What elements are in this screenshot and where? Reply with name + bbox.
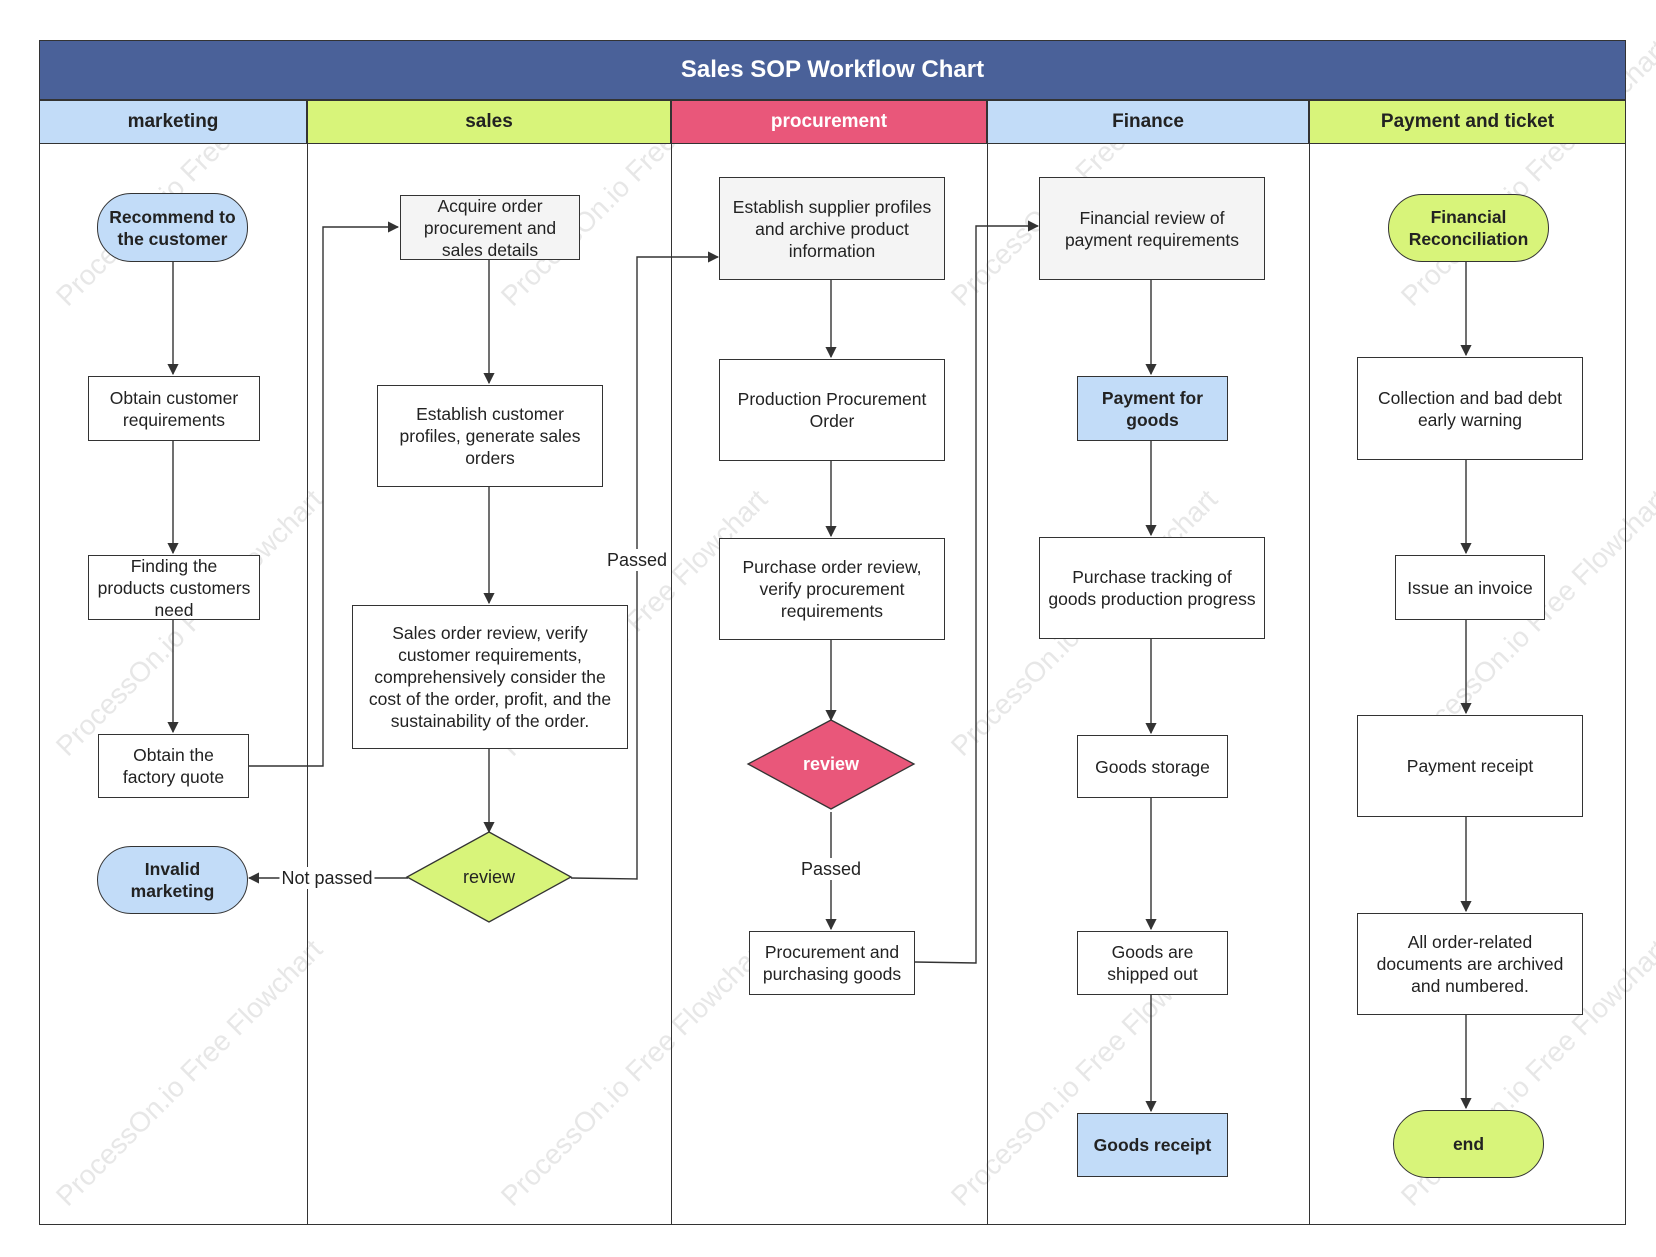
- lane-header-sales: sales: [307, 100, 671, 144]
- node-goods-storage: Goods storage: [1077, 735, 1228, 798]
- node-finding-products: Finding the products customers need: [88, 555, 260, 620]
- node-establish-customer-profiles: Establish customer profiles, generate sa…: [377, 385, 603, 487]
- node-financial-reconciliation: Financial Reconciliation: [1388, 194, 1549, 262]
- node-goods-receipt: Goods receipt: [1077, 1113, 1228, 1177]
- node-goods-shipped-out: Goods are shipped out: [1077, 931, 1228, 995]
- lane-separator: [987, 144, 988, 1225]
- node-sales-order-review: Sales order review, verify customer requ…: [352, 605, 628, 749]
- chart-title: Sales SOP Workflow Chart: [39, 40, 1626, 100]
- decision-diamond-procurement: [746, 719, 916, 810]
- lane-header-payment: Payment and ticket: [1309, 100, 1626, 144]
- node-purchase-order-review: Purchase order review, verify procuremen…: [719, 538, 945, 640]
- lane-separator: [307, 144, 308, 1225]
- lane-header-procurement: procurement: [671, 100, 987, 144]
- edge-label-passed-sales: Passed: [604, 549, 670, 571]
- edge-m4-s1: [249, 221, 400, 767]
- lane-header-finance: Finance: [987, 100, 1309, 144]
- edge-label-passed-procurement: Passed: [798, 858, 864, 880]
- lane-separator: [671, 144, 672, 1225]
- node-payment-receipt: Payment receipt: [1357, 715, 1583, 817]
- node-production-procurement-order: Production Procurement Order: [719, 359, 945, 461]
- node-end: end: [1393, 1110, 1544, 1178]
- decision-diamond-sales: [405, 831, 573, 923]
- decision-label-procurement: review: [802, 753, 860, 774]
- node-establish-supplier-profiles: Establish supplier profiles and archive …: [719, 177, 945, 280]
- node-obtain-factory-quote: Obtain the factory quote: [98, 734, 249, 798]
- node-invalid-marketing: Invalid marketing: [97, 846, 248, 914]
- node-payment-for-goods: Payment for goods: [1077, 376, 1228, 441]
- lane-header-marketing: marketing: [39, 100, 307, 144]
- lane-separator: [1309, 144, 1310, 1225]
- node-collection-bad-debt-warning: Collection and bad debt early warning: [1357, 357, 1583, 460]
- edge-p5-f1: [914, 220, 1040, 964]
- node-financial-review: Financial review of payment requirements: [1039, 177, 1265, 280]
- node-documents-archived: All order-related documents are archived…: [1357, 913, 1583, 1015]
- edge-label-not-passed: Not passed: [279, 867, 375, 889]
- node-obtain-customer-requirements: Obtain customer requirements: [88, 376, 260, 441]
- node-acquire-order-details: Acquire order procurement and sales deta…: [400, 195, 580, 260]
- decision-label-sales: review: [462, 866, 515, 887]
- node-recommend-to-customer: Recommend to the customer: [97, 193, 248, 262]
- node-purchase-tracking: Purchase tracking of goods production pr…: [1039, 537, 1265, 639]
- node-procurement-purchasing-goods: Procurement and purchasing goods: [749, 931, 915, 995]
- node-issue-invoice: Issue an invoice: [1395, 555, 1545, 620]
